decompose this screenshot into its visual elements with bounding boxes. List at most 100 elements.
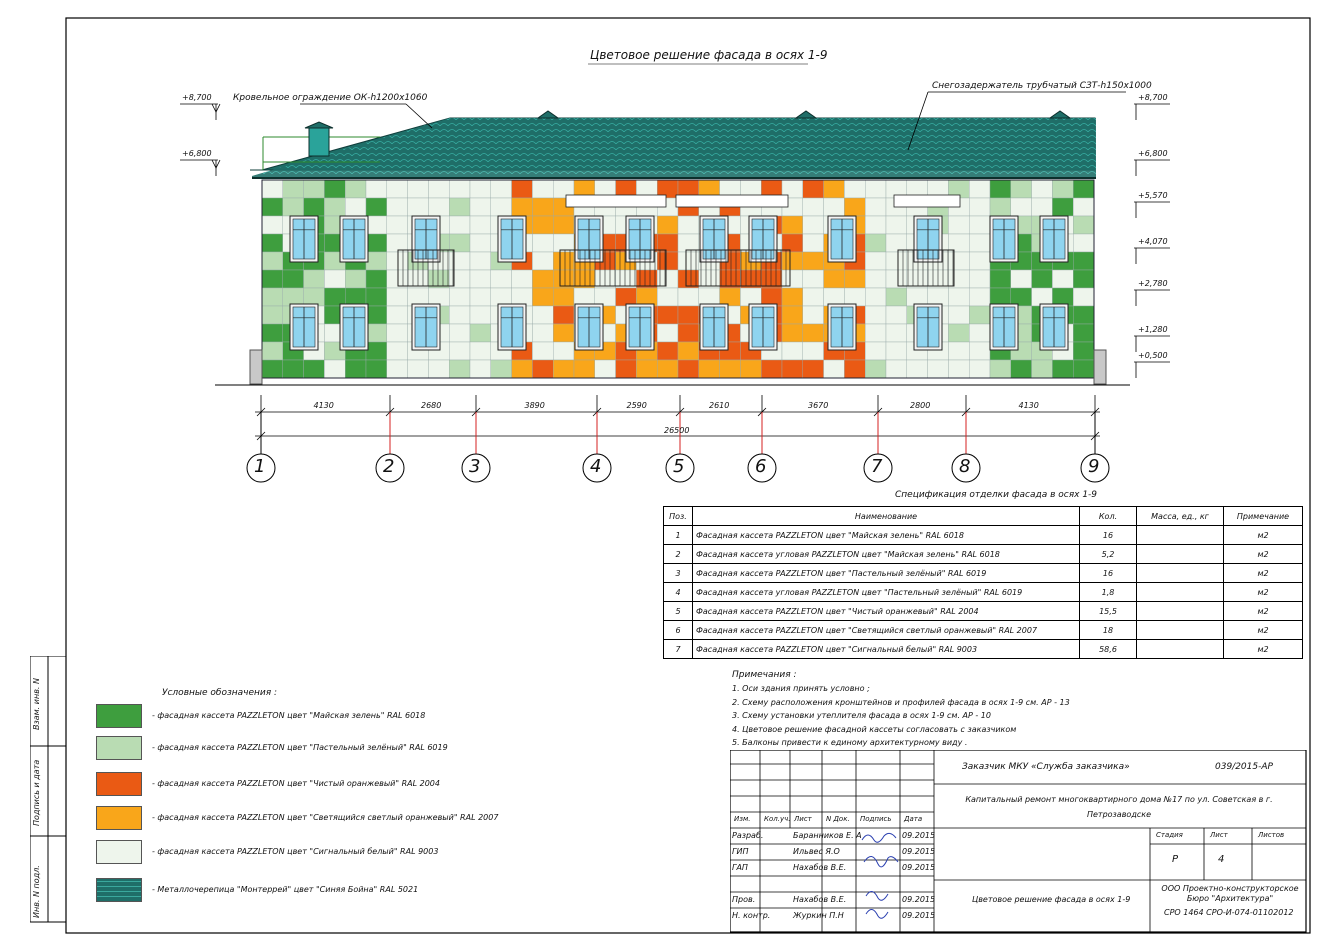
cassette [324,359,346,379]
window [625,303,655,351]
cassette [677,341,699,361]
spec-cell-name: Фасадная кассета угловая PAZZLETON цвет … [692,582,1080,602]
legend-row: - Металлочерепица "Монтеррей" цвет "Синя… [96,878,656,902]
plinth-right [1093,349,1107,385]
cassette [553,215,575,235]
cassette [1052,269,1074,289]
cassette [386,197,408,217]
spec-cell-name: Фасадная кассета PAZZLETON цвет "Чистый … [692,601,1080,621]
balcony [559,249,667,287]
spec-cell-name: Фасадная кассета PAZZLETON цвет "Сигналь… [692,639,1080,659]
cassette [386,179,408,199]
cassette [490,179,512,199]
cassette [1031,269,1053,289]
cassette [407,197,429,217]
cassette [969,215,991,235]
cassette [969,341,991,361]
cassette [657,251,679,271]
cassette [1052,287,1074,307]
window [748,215,778,263]
drawing-title: Цветовое решение фасада в осях 1-9 [590,48,828,62]
elevation-label-right: +2,780 [1138,279,1168,288]
cassette [657,341,679,361]
cassette [1010,197,1032,217]
cassette [365,305,387,325]
cassette [532,287,554,307]
spec-cell-pos: 1 [663,525,693,545]
cassette [345,197,367,217]
cassette [1052,197,1074,217]
cassette [698,287,720,307]
cassette [1010,359,1032,379]
cassette [449,179,471,199]
window [411,215,441,263]
cassette [906,269,928,289]
window [497,215,527,263]
cassette [1052,179,1074,199]
cassette [802,197,824,217]
stamp-person-date: 09.2015 [902,895,936,904]
spec-cell-qty: 58,6 [1079,639,1137,659]
cassette [490,359,512,379]
cassette [511,359,533,379]
cassette [781,233,803,253]
window [1039,303,1069,351]
cassette [781,341,803,361]
cassette [761,359,783,379]
cassette [865,179,887,199]
cassette [594,287,616,307]
cassette [677,305,699,325]
cassette [719,287,741,307]
cassette [386,341,408,361]
cassette [802,287,824,307]
cassette [449,251,471,271]
facade-cassette-grid [261,179,1095,379]
cassette [885,233,907,253]
cassette [1031,197,1053,217]
cassette [615,359,637,379]
legend-swatch [96,806,142,830]
cassette [1072,341,1095,361]
cassette [677,215,699,235]
legend-text: - фасадная кассета PAZZLETON цвет "Чисты… [152,779,440,788]
cassette [927,287,949,307]
cassette [1031,179,1053,199]
cassette [386,359,408,379]
cassette [511,197,533,217]
window [827,303,857,351]
cassette [969,197,991,217]
cassette [844,269,866,289]
cassette [969,305,991,325]
cassette [386,305,408,325]
spec-header-name: Наименование [692,506,1080,526]
legend-heading: Условные обозначения : [162,688,278,698]
cassette [365,251,387,271]
cassette [449,359,471,379]
cassette [282,197,304,217]
sheet-frame [65,17,1311,934]
cassette [553,269,575,289]
cassette [781,359,803,379]
cassette [1072,359,1095,379]
stamp-person-name: Баранников Е. А [793,831,862,840]
axis-markers [246,412,1110,483]
cassette [948,215,970,235]
cassette [844,359,866,379]
stamp-col-header: Изм. [734,815,751,823]
window [289,215,319,263]
legend-text: - Металлочерепица "Монтеррей" цвет "Синя… [152,885,419,894]
spec-cell-note: м2 [1223,563,1303,583]
spec-cell-mass [1136,601,1224,621]
cassette [885,215,907,235]
cassette [532,269,554,289]
cassette [698,359,720,379]
cassette [657,305,679,325]
cassette [948,233,970,253]
legend-swatch [96,736,142,760]
cassette [490,269,512,289]
cassette [386,287,408,307]
balcony-canopy [893,194,961,208]
cassette [823,197,845,217]
